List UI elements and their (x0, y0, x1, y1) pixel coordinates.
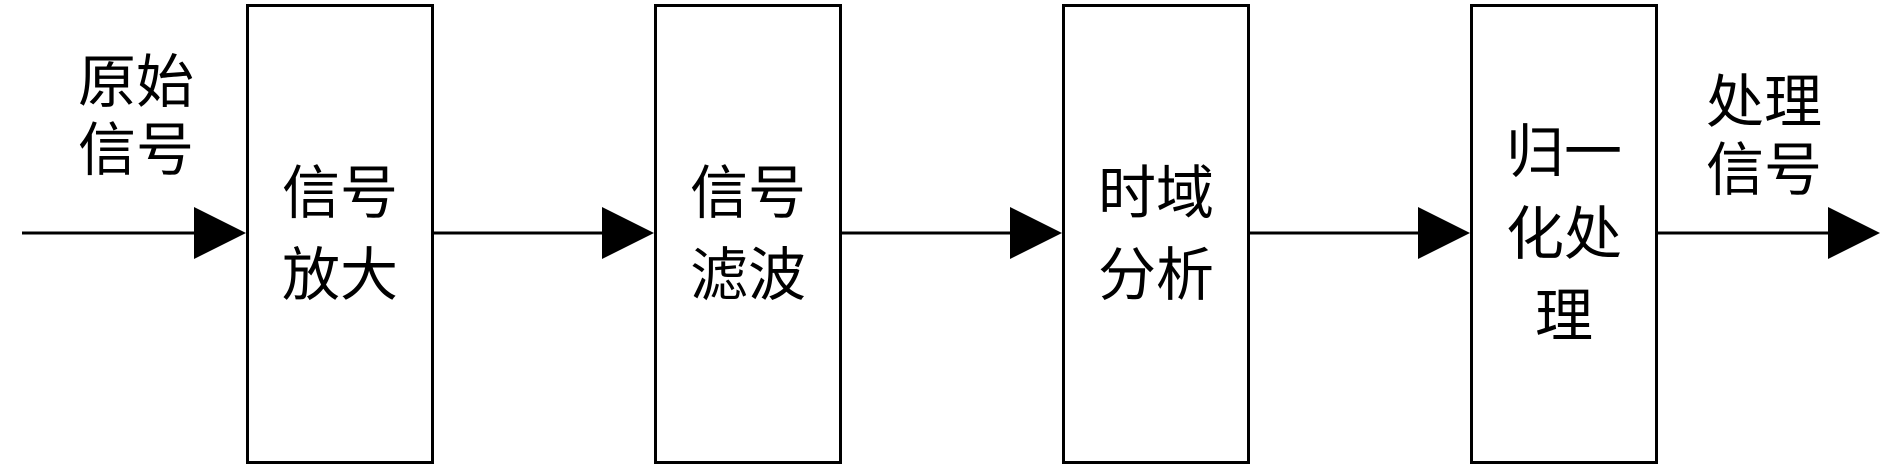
arrow-analysis-to-normalize-head (1418, 207, 1470, 259)
input-arrow-head (194, 207, 246, 259)
stage-box-amplify: 信号放大 (246, 4, 434, 464)
input-signal-label: 原始信号 (77, 48, 194, 184)
stage-label-amplify: 信号放大 (281, 159, 398, 309)
stage-box-normalize: 归一化处理 (1470, 4, 1658, 464)
stage-box-filter: 信号滤波 (654, 4, 842, 464)
arrow-filter-to-analysis-head (1010, 207, 1062, 259)
stage-label-normalize: 归一化处理 (1505, 118, 1622, 350)
arrow-amplify-to-filter-head (602, 207, 654, 259)
output-signal-label: 处理信号 (1705, 68, 1822, 204)
output-arrow-head (1828, 207, 1880, 259)
stage-label-filter: 信号滤波 (689, 159, 806, 309)
stage-box-time-domain-analysis: 时域分析 (1062, 4, 1250, 464)
stage-label-time-domain-analysis: 时域分析 (1097, 159, 1214, 309)
